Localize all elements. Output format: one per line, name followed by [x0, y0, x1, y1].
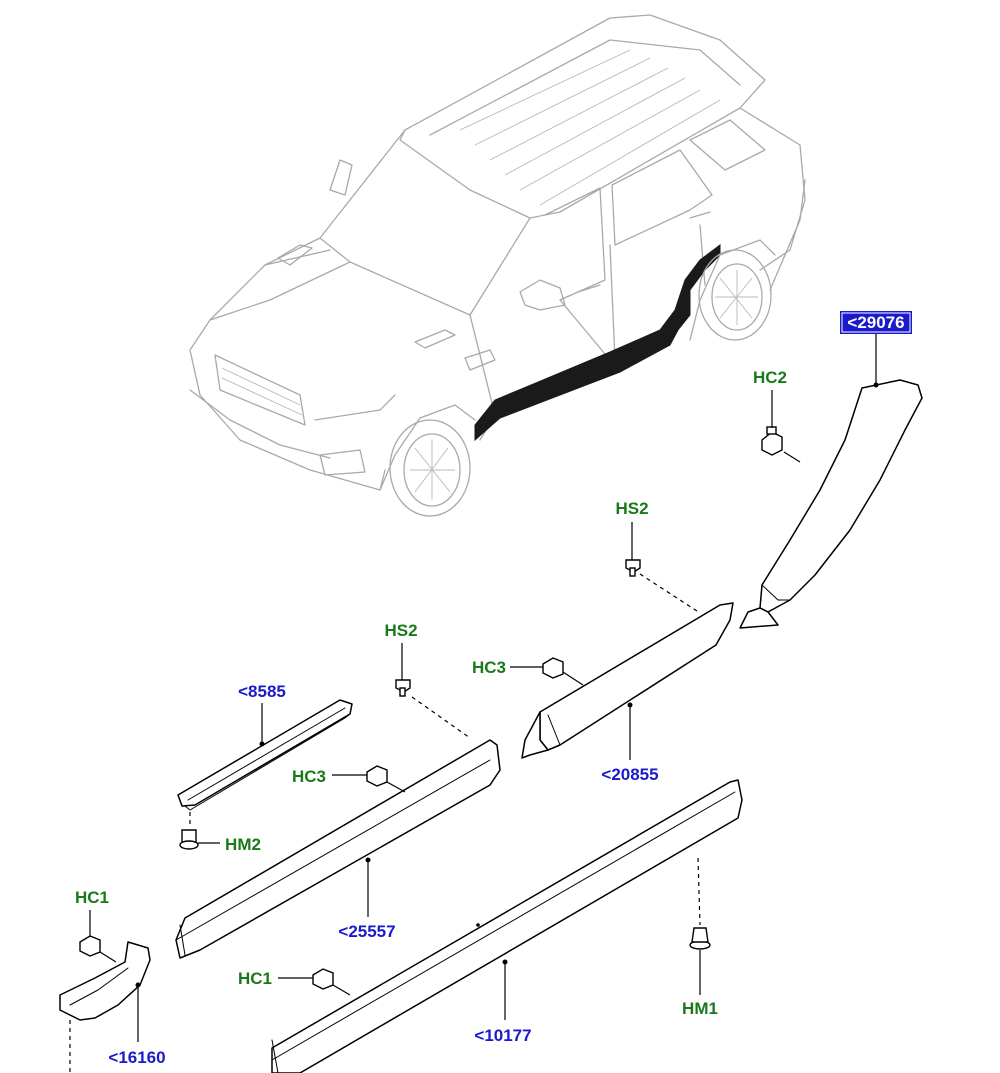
- fastener-hc3-clip-left[interactable]: [366, 765, 388, 787]
- part-label-10177[interactable]: <10177: [474, 1026, 531, 1045]
- fastener-hs2-screw-left[interactable]: [395, 679, 411, 697]
- fastener-hc1-clip-bottom[interactable]: [312, 968, 334, 990]
- part-label-25557[interactable]: <25557: [338, 922, 395, 941]
- fastener-label-hc3-right: HC3: [472, 658, 506, 677]
- fastener-label-hc2: HC2: [753, 368, 787, 387]
- part-29076-wheel-arch-moulding[interactable]: [739, 379, 923, 629]
- part-label-8585[interactable]: <8585: [238, 682, 286, 701]
- fastener-hc2-clip[interactable]: [761, 426, 783, 456]
- vehicle-outline: [189, 14, 806, 517]
- fastener-label-hc1-bottom: HC1: [238, 969, 272, 988]
- fastener-label-hm2: HM2: [225, 835, 261, 854]
- fastener-hc3-clip-right[interactable]: [542, 657, 564, 679]
- part-10177-lower-sill-moulding[interactable]: [271, 779, 743, 1073]
- fastener-hm2-push-pin[interactable]: [179, 829, 199, 850]
- part-label-29076: <29076: [847, 313, 904, 332]
- part-16160-front-end-cap[interactable]: [59, 941, 151, 1021]
- fastener-label-hm1: HM1: [682, 999, 718, 1018]
- fastener-hs2-screw-right[interactable]: [625, 559, 641, 577]
- callout-29076[interactable]: <29076: [840, 311, 912, 334]
- part-8585-sill-plate[interactable]: [177, 699, 353, 811]
- part-label-16160[interactable]: <16160: [108, 1048, 165, 1067]
- fastener-hm1-push-pin[interactable]: [689, 927, 711, 950]
- part-25557-front-door-moulding[interactable]: [175, 739, 501, 959]
- part-label-20855[interactable]: <20855: [601, 765, 658, 784]
- fastener-label-hs2-right: HS2: [615, 499, 648, 518]
- fastener-hc1-clip-left[interactable]: [79, 935, 101, 957]
- fastener-label-hc1-left: HC1: [75, 888, 109, 907]
- fastener-label-hs2-left: HS2: [384, 621, 417, 640]
- fastener-label-hc3-left: HC3: [292, 767, 326, 786]
- part-20855-rear-door-moulding[interactable]: [521, 602, 734, 759]
